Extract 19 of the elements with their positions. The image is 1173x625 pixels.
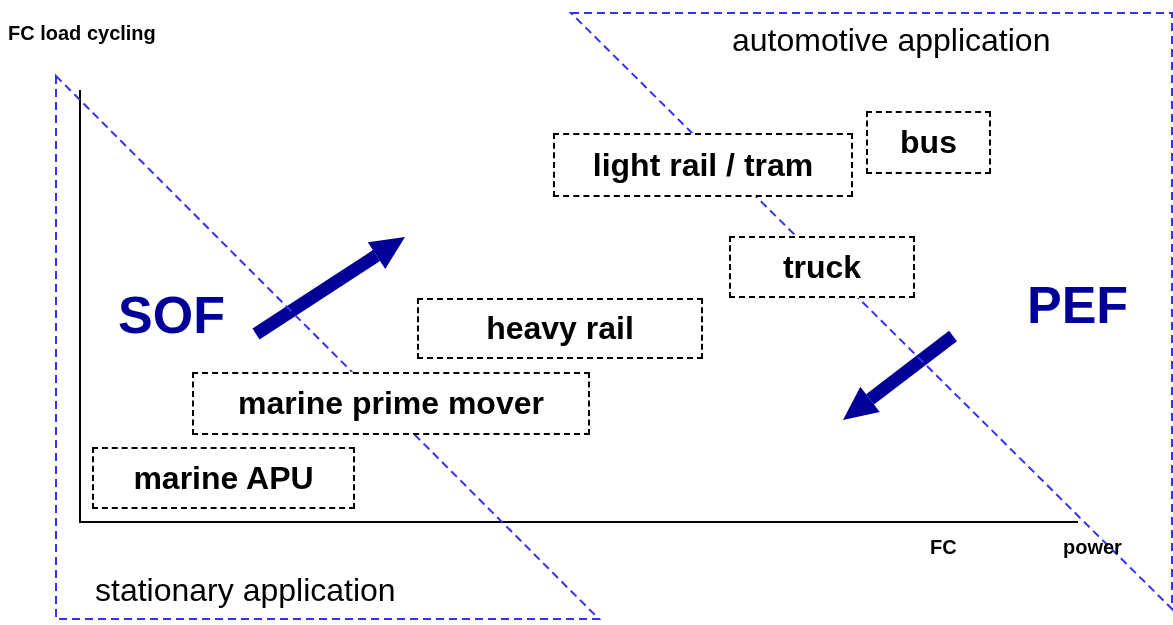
region-label: automotive application xyxy=(732,22,1051,59)
application-box xyxy=(729,236,915,298)
application-label: marine APU xyxy=(133,459,314,497)
application-label: light rail / tram xyxy=(592,146,814,184)
application-label: marine prime mover xyxy=(238,385,544,422)
application-box xyxy=(866,111,991,174)
axis-title: power xyxy=(1063,536,1122,559)
application-box xyxy=(417,298,703,359)
application-label: bus xyxy=(900,124,957,161)
axis-title: FC xyxy=(930,536,957,559)
region-label: stationary application xyxy=(95,572,396,609)
application-label: truck xyxy=(782,248,862,286)
application-box xyxy=(92,447,355,509)
axis-title: FC load cycling xyxy=(8,22,156,45)
trend-label: SOF xyxy=(118,285,225,345)
application-box xyxy=(553,133,853,197)
trend-label: PEF xyxy=(1027,275,1129,335)
application-box xyxy=(192,372,590,435)
application-label: heavy rail xyxy=(486,310,634,347)
